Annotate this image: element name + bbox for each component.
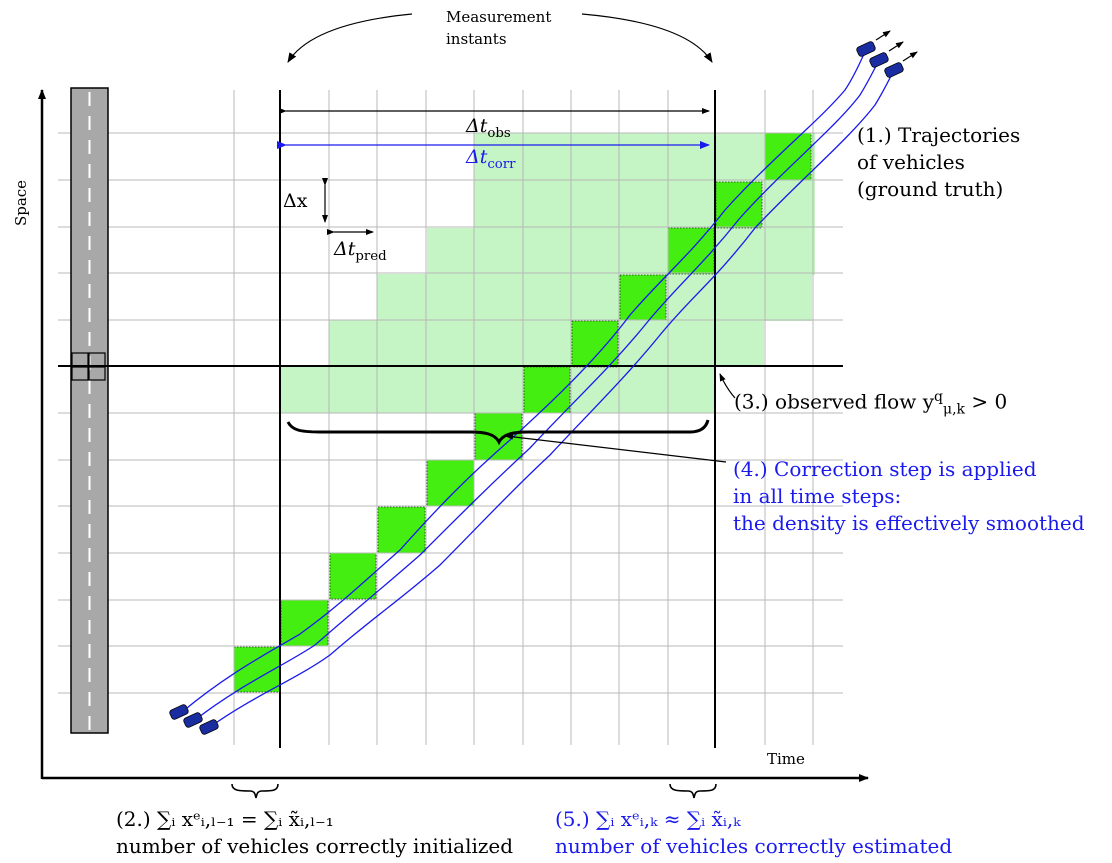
observed-flow-arrow: [719, 373, 736, 399]
estimated-density-region: [280, 133, 815, 413]
dt-corr-label: Δtcorr: [466, 146, 516, 172]
vehicle-motion-arrows: [875, 30, 918, 62]
dt-obs-label: Δtobs: [466, 115, 511, 141]
road: [70, 87, 109, 734]
correction-brace: [286, 419, 710, 446]
measurement-arrow-left: [287, 13, 413, 63]
vehicles-end: [856, 41, 904, 78]
space-axis-label: Space: [12, 179, 31, 227]
time-axis-label: Time: [767, 750, 805, 768]
annotation-3: (3.) observed flow yqμ,k > 0: [734, 389, 1008, 418]
measurement-label: Measurement: [446, 8, 552, 26]
measurement-arrow-right: [581, 13, 713, 63]
vehicles-start: [169, 704, 219, 735]
brace-initialized: [231, 783, 279, 799]
vehicle-trajectories: [181, 51, 894, 728]
annotation-4: (4.) Correction step is applied in all t…: [733, 457, 1085, 535]
annotation-5: (5.) ∑ᵢ xᵉᵢ,ₖ ≈ ∑ᵢ x̃ᵢ,ₖ number of vehic…: [555, 807, 953, 858]
instants-label: instants: [446, 30, 507, 48]
brace-estimated: [669, 783, 717, 799]
dx-label: Δx: [283, 190, 308, 212]
dt-pred-label: Δtpred: [334, 238, 387, 264]
correction-arrow: [505, 433, 727, 463]
annotation-1: (1.) Trajectories of vehicles (ground tr…: [857, 123, 1021, 201]
annotation-2: (2.) ∑ᵢ xᵉᵢ,ₗ₋₁ = ∑ᵢ x̃ᵢ,ₗ₋₁ number of v…: [116, 807, 514, 858]
